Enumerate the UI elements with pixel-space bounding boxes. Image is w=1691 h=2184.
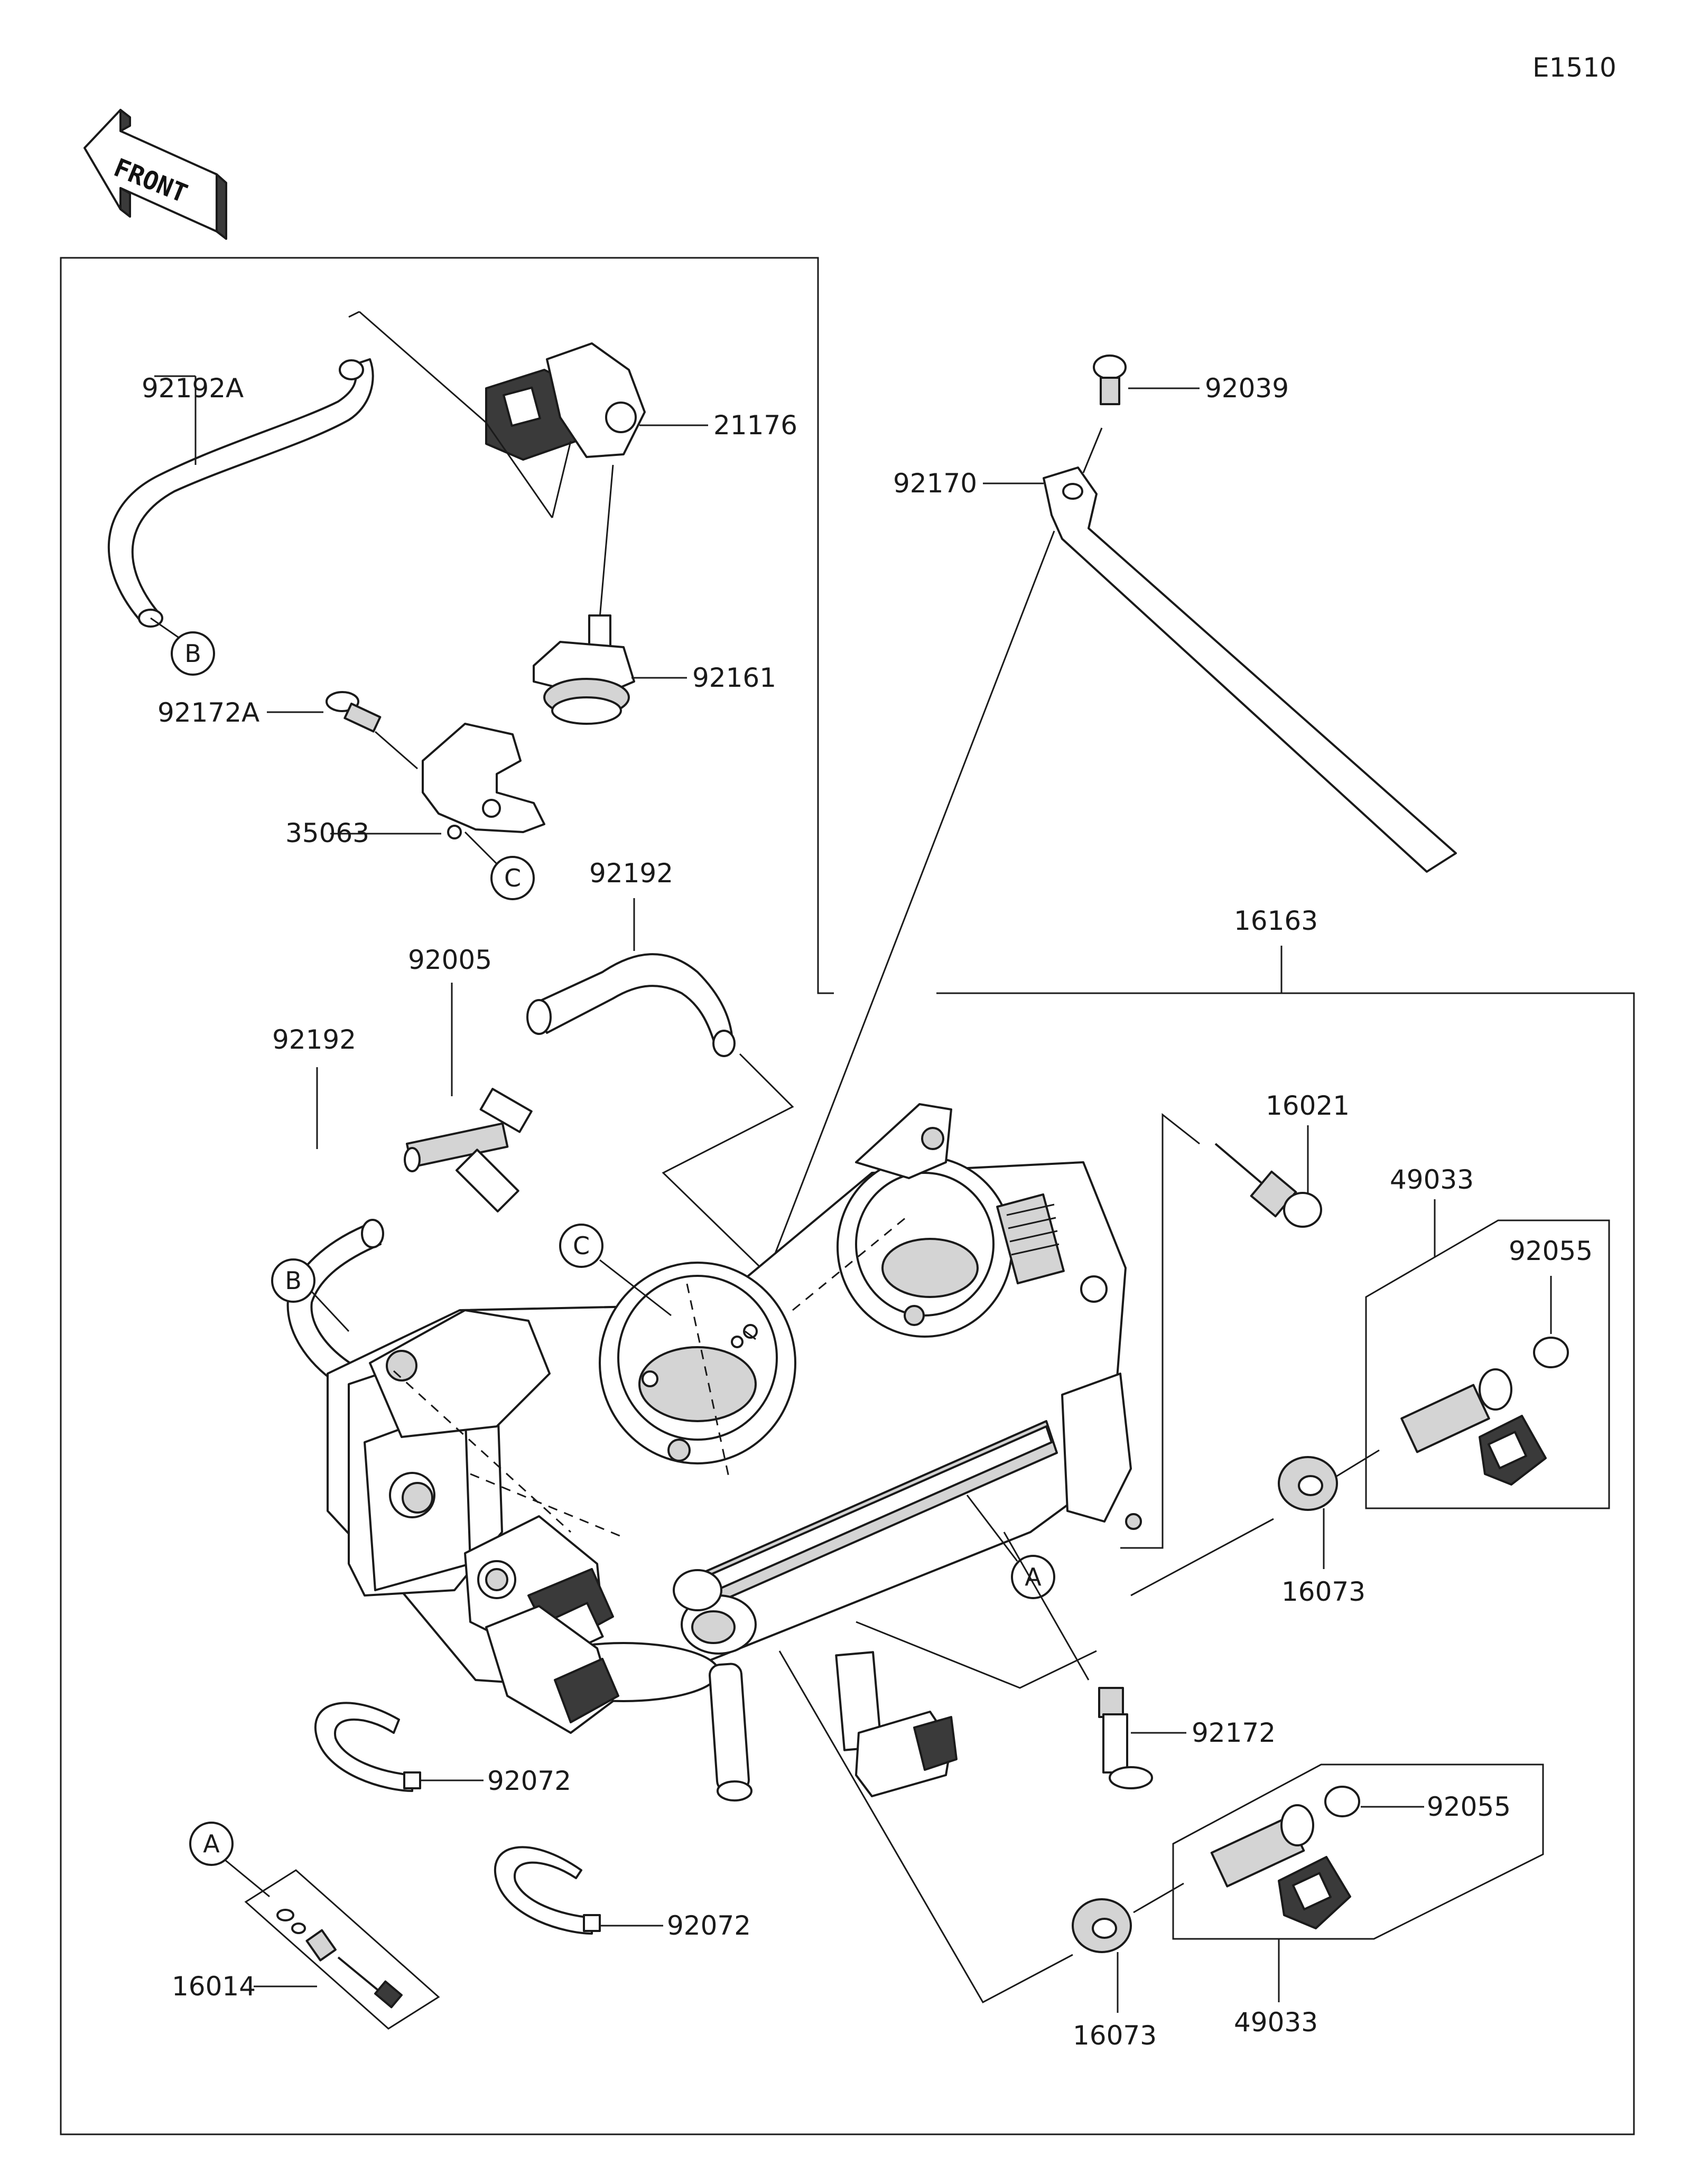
o-ring-92055-top — [1533, 1337, 1569, 1368]
ref-b-left: B — [285, 1266, 302, 1295]
label-92055-top: 92055 — [1509, 1236, 1593, 1266]
label-92170: 92170 — [893, 468, 977, 499]
label-16163: 16163 — [1234, 906, 1318, 936]
label-16014: 16014 — [172, 1971, 256, 2002]
ref-circle-c-center — [559, 1224, 603, 1268]
front-arrow-icon: FRONT — [83, 109, 227, 240]
ref-circle-a-right — [1011, 1555, 1055, 1599]
injector-frame-bottom — [1172, 1763, 1544, 1940]
label-92172: 92172 — [1192, 1718, 1276, 1748]
label-92161: 92161 — [692, 662, 776, 693]
grommet-16073-bottom — [1072, 1898, 1132, 1953]
label-92072-lower: 92072 — [667, 1910, 751, 1941]
ref-circle-a-left — [189, 1822, 234, 1866]
label-16073-right: 16073 — [1281, 1576, 1365, 1607]
diagram-code: E1510 — [1532, 52, 1616, 83]
label-92039: 92039 — [1205, 373, 1289, 404]
ref-c-top: C — [504, 864, 521, 892]
band-clamp-92072-lower — [494, 1846, 601, 1935]
label-92005: 92005 — [408, 945, 492, 975]
t-joint-92005 — [404, 1088, 533, 1212]
hose-92192-top — [526, 953, 736, 1057]
bracket-35063 — [422, 723, 545, 839]
hidden-line-1 — [393, 1370, 572, 1533]
ref-circle-c-top — [490, 856, 535, 900]
label-92192-left: 92192 — [272, 1024, 356, 1055]
clip-92039 — [1093, 354, 1127, 405]
injector-49033-bottom — [1210, 1804, 1351, 1929]
ref-circle-b-left — [271, 1258, 315, 1303]
band-clamp-92072-upper — [314, 1702, 421, 1792]
ref-c-center: C — [573, 1231, 590, 1260]
label-92055-bottom: 92055 — [1427, 1791, 1511, 1822]
sensor-21176 — [485, 342, 646, 461]
throttle-body-assembly — [327, 1103, 1142, 1802]
label-92072-upper: 92072 — [487, 1766, 571, 1796]
label-49033-bottom: 49033 — [1234, 2007, 1318, 2038]
hidden-line-3 — [792, 1214, 909, 1311]
o-ring-92055-bottom — [1324, 1786, 1360, 1817]
bolt-92172A — [326, 691, 382, 733]
injector-frame-top — [1365, 1219, 1610, 1509]
group-frame-left — [60, 257, 1635, 2135]
label-92172A: 92172A — [157, 697, 259, 728]
ref-circle-b-top — [171, 631, 215, 676]
hidden-line-4 — [470, 1473, 624, 1538]
ref-a-left: A — [203, 1830, 220, 1858]
label-16073-bottom: 16073 — [1073, 2020, 1157, 2051]
injector-49033-top — [1400, 1368, 1547, 1486]
label-16021: 16021 — [1266, 1090, 1350, 1121]
ref-a-right: A — [1025, 1563, 1042, 1591]
label-35063: 35063 — [285, 818, 369, 848]
label-92192A: 92192A — [142, 373, 244, 404]
hose-92192A — [107, 358, 374, 628]
band-92170 — [1043, 466, 1457, 873]
adjust-screw-kit-16014 — [244, 1869, 440, 2030]
seal-92161 — [533, 464, 635, 725]
label-92192-top: 92192 — [589, 858, 673, 889]
grommet-16073-right — [1278, 1456, 1338, 1511]
pin-92172 — [1098, 1687, 1153, 1789]
label-21176: 21176 — [713, 410, 797, 441]
ref-b-top: B — [184, 639, 201, 668]
screw-16021 — [1214, 1143, 1322, 1228]
label-49033-top: 49033 — [1390, 1164, 1474, 1195]
